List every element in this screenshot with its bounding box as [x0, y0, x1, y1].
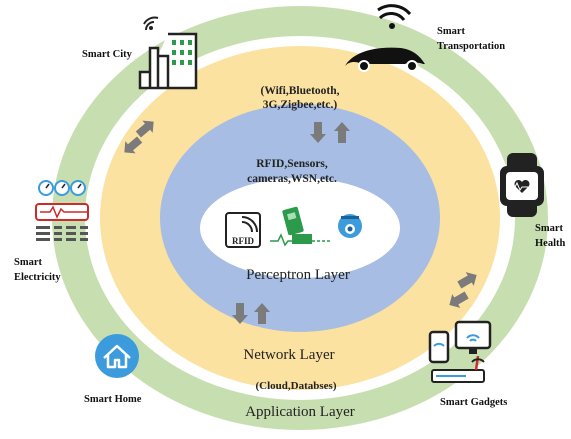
smart-city-label: Smart City: [82, 49, 133, 60]
smart-transportation-label-2: Transportation: [437, 41, 505, 52]
network-tech-line-1: (Wifi,Bluetooth,: [260, 85, 339, 97]
arrow-pair-right-a: [457, 272, 477, 289]
arrow-pair-right-b: [449, 291, 469, 308]
application-tech-label: (Cloud,Databses): [256, 380, 337, 392]
sensor-board-icon: [270, 206, 332, 247]
gadgets-icon: [428, 320, 492, 383]
smart-gadgets-label: Smart Gadgets: [440, 397, 507, 408]
layer-arrows: [124, 120, 477, 324]
smart-home-label: Smart Home: [84, 394, 142, 405]
perception-layer-label: Perceptron Layer: [246, 267, 350, 283]
smartwatch-icon: [500, 153, 544, 217]
application-layer-label: Application Layer: [245, 404, 355, 420]
sensing-tech-line-1: RFID,Sensors,: [256, 158, 328, 170]
home-icon: [95, 334, 139, 378]
arrow-pair-bottom: [232, 303, 270, 324]
network-tech-line-2: 3G,Zigbee,etc.): [263, 99, 338, 111]
smart-electricity-label-2: Electricity: [14, 272, 61, 283]
arrow-pair-upper-left: [135, 120, 154, 138]
network-layer-label: Network Layer: [243, 347, 334, 363]
sensing-tech-line-2: cameras,WSN,etc.: [247, 173, 337, 185]
car-icon: [345, 4, 425, 72]
rfid-tag-text: RFID: [232, 236, 254, 246]
smart-health-label-2: Health: [535, 238, 565, 249]
arrow-pair-upper-left-b: [124, 136, 143, 154]
smart-electricity-label-1: Smart: [14, 257, 42, 268]
electric-meter-icon: [35, 180, 89, 241]
camera-icon: [338, 214, 362, 238]
smart-health-label-1: Smart: [535, 223, 563, 234]
arrow-pair-top: [310, 122, 350, 143]
smart-transportation-label-1: Smart: [437, 26, 465, 37]
building-icon: [138, 16, 198, 90]
rfid-icon: RFID: [225, 212, 261, 248]
